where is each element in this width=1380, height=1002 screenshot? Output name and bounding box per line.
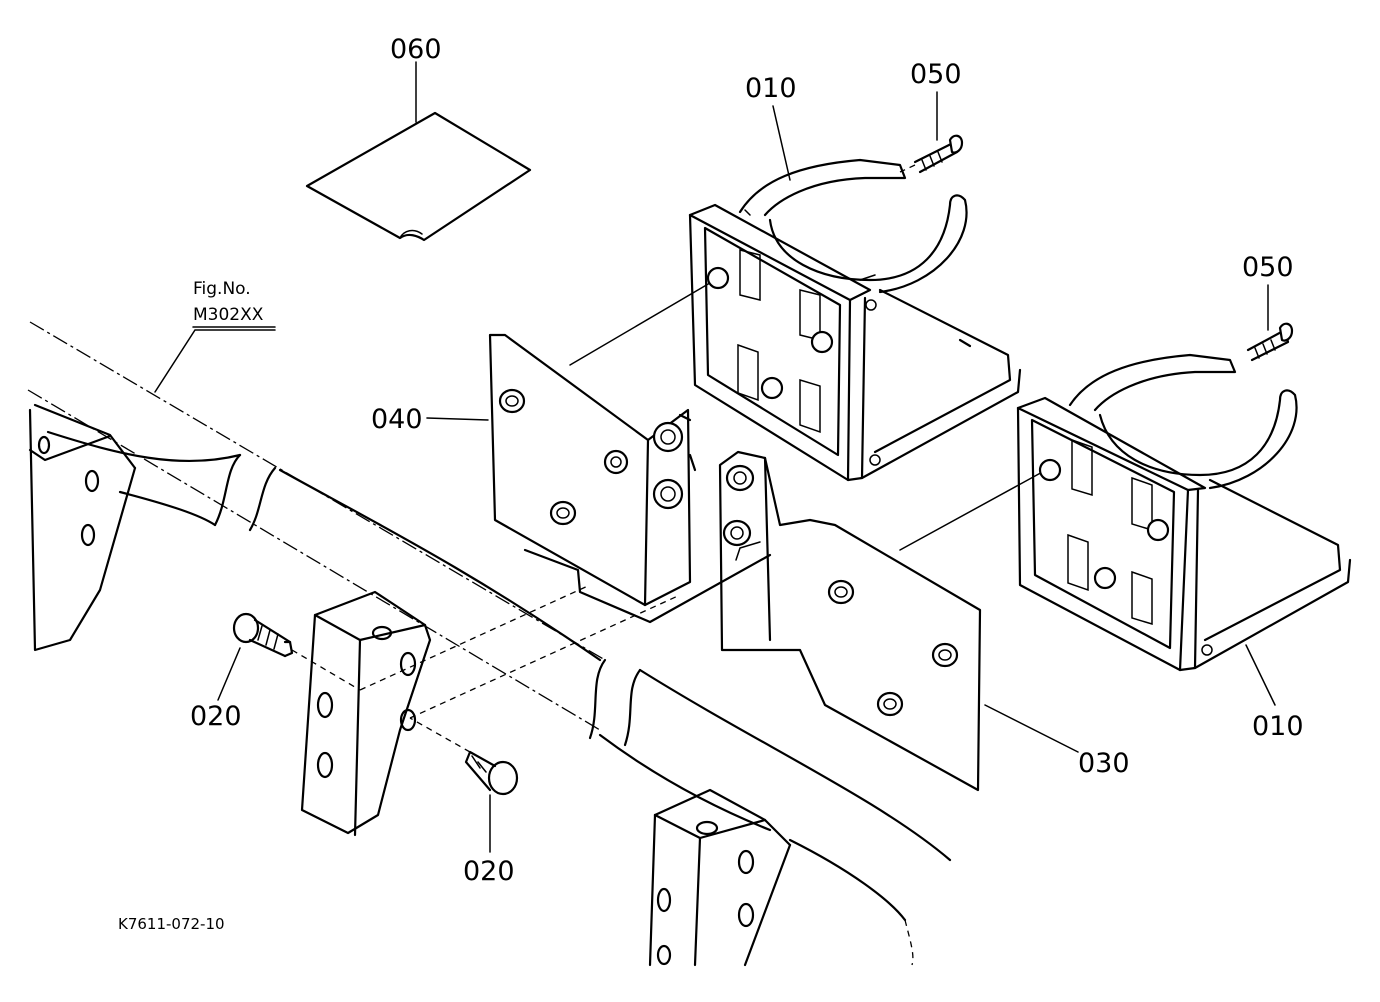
frame-tube: [27, 321, 952, 966]
bracket-040: [488, 333, 772, 624]
fig-number-line1: Fig.No.: [193, 279, 251, 299]
bolt-020-left: [232, 612, 294, 658]
bolt-path-left: [291, 649, 361, 691]
label-050-top: 050: [910, 59, 962, 90]
screw-path-top: [899, 164, 916, 173]
bolt-path-bottom: [409, 717, 471, 753]
fig-number-line2: M302XX: [193, 305, 264, 325]
frame-post-left: [28, 403, 137, 652]
screw-050-right: [1246, 322, 1294, 362]
holder-010-top: [688, 158, 1022, 482]
frame-post-middle: [300, 590, 432, 837]
label-020-bottom: 020: [463, 856, 515, 887]
leader-010-top: [772, 105, 791, 181]
assembly-lines-holders: [569, 279, 1047, 551]
label-050-right: 050: [1242, 252, 1294, 283]
label-010-right: 010: [1252, 711, 1304, 742]
bracket-030: [718, 450, 982, 792]
label-010-top: 010: [745, 73, 797, 104]
label-040: 040: [371, 404, 423, 435]
leader-fig: [154, 329, 276, 393]
holder-010-right: [1016, 353, 1352, 672]
label-020-left: 020: [190, 701, 242, 732]
screw-050-top: [913, 134, 964, 174]
frame-post-right: [648, 788, 792, 967]
decal-060: [305, 111, 532, 242]
drawing-number: K7611-072-10: [118, 915, 225, 933]
bolt-020-bottom: [464, 750, 519, 796]
leader-020-left: [217, 647, 241, 701]
label-060: 060: [390, 34, 442, 65]
leader-040: [426, 417, 489, 421]
leader-030: [984, 704, 1079, 753]
label-030: 030: [1078, 748, 1130, 779]
leader-010-right: [1245, 644, 1276, 706]
